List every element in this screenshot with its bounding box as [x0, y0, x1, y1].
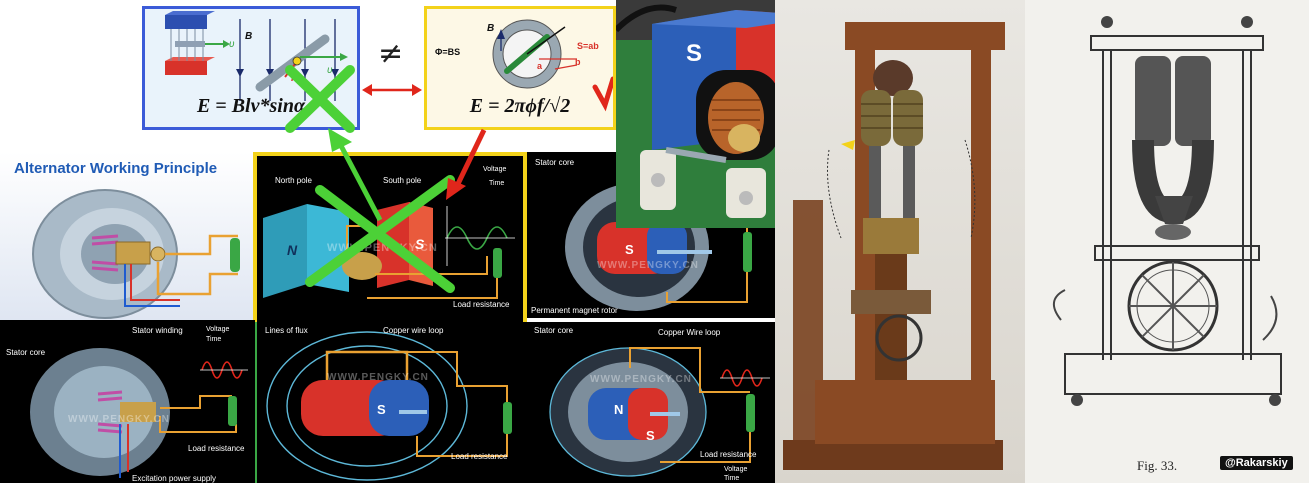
conductor-rod [255, 34, 330, 92]
vector-v-label: υ [229, 39, 235, 50]
wound-rotor-diagram [30, 348, 248, 478]
side-b-label: b [575, 57, 581, 67]
magnet-s-label: S [377, 402, 386, 417]
lines-of-flux-label: Lines of flux [265, 326, 308, 335]
load-resistance-label: Load resistance [451, 452, 508, 461]
excitation-label: Excitation power supply [132, 474, 217, 483]
rotor-stator-diagram [549, 347, 770, 477]
formula-box-left: B υ υ FA E = Blv*sinα [142, 6, 360, 130]
bottom-middle-generator-panel: Lines of flux Copper wire loop S Load re… [255, 322, 530, 483]
double-arrow-icon [362, 84, 422, 96]
voltage-label: Voltage [483, 166, 507, 173]
engraving-illustration-panel: Fig. 33. @Rakarskiy [1025, 0, 1309, 483]
figure-caption: Fig. 33. [1137, 458, 1178, 473]
magnet-n-label: N [614, 402, 624, 417]
magnet-s-label: S [625, 242, 634, 257]
formula-box-right: B Φ=BS S=ab a b E = 2πϕf/√2 [424, 6, 616, 130]
side-a-label: a [537, 61, 543, 71]
author-credit: @Rakarskiy [1220, 456, 1293, 470]
south-pole-label: South pole [383, 176, 422, 185]
magnet-s-label: S [686, 40, 703, 67]
not-equal-sign: ≠ [378, 36, 404, 71]
magnet-loop-diagram [266, 331, 512, 481]
voltage-label: Voltage [724, 466, 748, 473]
load-resistance-label: Load resistance [188, 444, 245, 453]
magnet-n-label: N [287, 242, 298, 258]
formula-right-equation: E = 2πϕf/√2 [469, 95, 571, 117]
watermark: WWW.PENGKY.CN [590, 374, 692, 385]
time-label: Time [206, 336, 222, 343]
sine-wave [446, 226, 508, 250]
alternator-title: Alternator Working Principle [14, 160, 218, 177]
copper-loop-label: Copper wire loop [383, 326, 444, 335]
rotor-label: Permanent magnet rotor [531, 306, 618, 315]
load-resistance-label: Load resistance [453, 300, 510, 309]
load-resistance-label: Load resistance [700, 450, 757, 459]
north-pole-label: North pole [275, 176, 312, 185]
vector-b-label: B [245, 31, 253, 42]
magnet-bottom-red [165, 61, 207, 75]
stator-core-label: Stator core [6, 348, 46, 357]
watermark: WWW.PENGKY.CN [597, 260, 699, 271]
flux-equation: Φ=BS [435, 47, 461, 57]
coil-flux-diagram [492, 19, 613, 112]
time-label: Time [489, 180, 505, 187]
antique-generator-photo [775, 0, 1025, 483]
conductor-diagram [165, 11, 348, 101]
magnet-s-label: S [646, 428, 655, 443]
alternator-title-panel: Alternator Working Principle [0, 152, 253, 320]
copper-loop-label: Copper Wire loop [658, 328, 721, 337]
voltage-label: Voltage [206, 326, 230, 333]
alternator-illustration [32, 189, 240, 319]
watermark: WWW.PENGKY.CN [327, 372, 429, 383]
green-cross-icon [285, 65, 487, 293]
stator-core-label: Stator core [534, 326, 574, 335]
time-label: Time [724, 475, 740, 482]
watermark: WWW.PENGKY.CN [68, 414, 170, 425]
engraved-generator [1053, 16, 1282, 406]
bottom-right-generator-panel: Stator core Copper Wire loop N S Voltage… [530, 322, 775, 483]
antique-generator-illustration [783, 22, 1005, 470]
vector-b-label: B [487, 23, 495, 34]
flux-lines [266, 331, 468, 481]
stator-winding-label: Stator winding [132, 326, 183, 335]
bottom-left-generator-panel: Stator winding Stator core Voltage Time … [0, 320, 255, 483]
magnet-s-label: S [415, 236, 425, 252]
magnet-top-blue [165, 15, 207, 29]
formula-left-equation: E = Blv*sinα [196, 95, 306, 117]
area-equation: S=ab [577, 41, 599, 51]
vector-v-right-label: υ [327, 65, 333, 76]
stator-core-label: Stator core [535, 158, 575, 167]
